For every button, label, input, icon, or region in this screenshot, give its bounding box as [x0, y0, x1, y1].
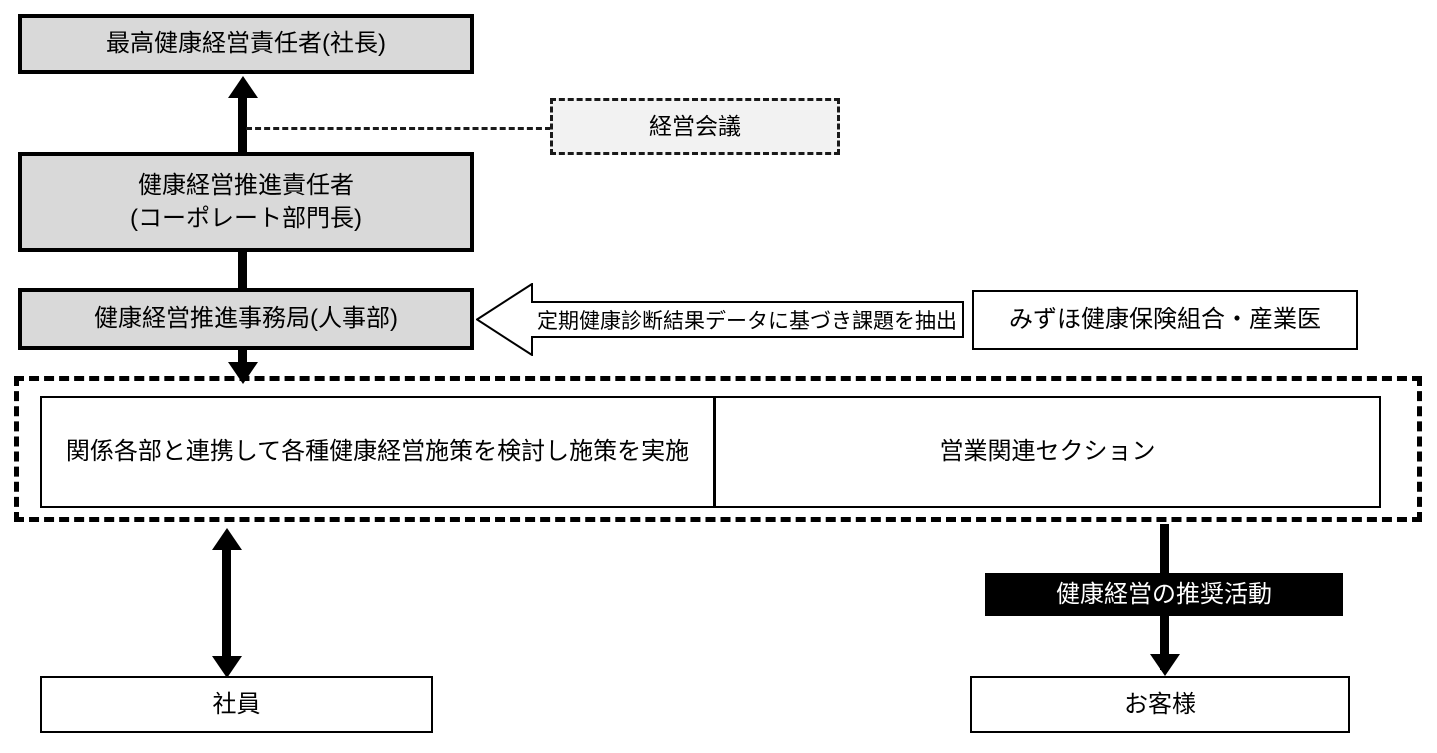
- callout-arrow-label: 定期健康診断結果データに基づき課題を抽出: [537, 309, 957, 333]
- sections-dashed-region: [14, 376, 1422, 522]
- connector-arrowhead-to-ceo: [228, 76, 258, 98]
- node-management-meeting[interactable]: 経営会議: [550, 98, 840, 155]
- node-promotion-office-label: 健康経営推進事務局(人事部): [94, 305, 398, 333]
- label-promotion-activity: 健康経営の推奨活動: [985, 573, 1343, 616]
- connector-arrowhead-down-employees: [212, 656, 242, 678]
- node-customers-label: お客様: [1124, 690, 1196, 718]
- node-section-health-measures[interactable]: 関係各部と連携して各種健康経営施策を検討し施策を実施: [40, 396, 715, 508]
- connector-arrowhead-up-employees: [212, 528, 242, 550]
- label-promotion-activity-text: 健康経営の推奨活動: [1056, 580, 1272, 608]
- node-ceo[interactable]: 最高健康経営責任者(社長): [18, 14, 474, 74]
- connector-office-to-region-shaft: [238, 347, 247, 371]
- node-promotion-office[interactable]: 健康経営推進事務局(人事部): [18, 288, 474, 350]
- connector-arrowhead-down-customers: [1150, 654, 1180, 676]
- node-employees[interactable]: 社員: [40, 676, 433, 733]
- connector-meeting-dashed: [246, 127, 551, 130]
- node-health-management-director[interactable]: 健康経営推進責任者 (コーポレート部門長): [18, 152, 474, 252]
- node-ceo-label: 最高健康経営責任者(社長): [106, 30, 386, 58]
- node-health-management-director-label: 健康経営推進責任者 (コーポレート部門長): [130, 171, 362, 232]
- connector-office-to-ceo-shaft: [238, 85, 247, 155]
- node-employees-label: 社員: [212, 690, 261, 718]
- node-management-meeting-label: 経営会議: [649, 112, 741, 139]
- node-section-sales-related[interactable]: 営業関連セクション: [714, 396, 1381, 508]
- connector-arrowhead-to-region: [228, 362, 258, 384]
- connector-region-employees-shaft: [222, 540, 231, 670]
- connector-manager-to-office-shaft: [238, 249, 247, 291]
- node-insurer-label: みずほ健康保険組合・産業医: [1009, 306, 1321, 334]
- node-section-health-measures-label: 関係各部と連携して各種健康経営施策を検討し施策を実施: [65, 438, 690, 466]
- callout-arrow-data-analysis[interactable]: 定期健康診断結果データに基づき課題を抽出: [476, 283, 964, 356]
- node-insurer-occupational-physician[interactable]: みずほ健康保険組合・産業医: [972, 290, 1358, 350]
- node-section-sales-related-label: 営業関連セクション: [939, 438, 1156, 466]
- node-customers[interactable]: お客様: [970, 676, 1350, 733]
